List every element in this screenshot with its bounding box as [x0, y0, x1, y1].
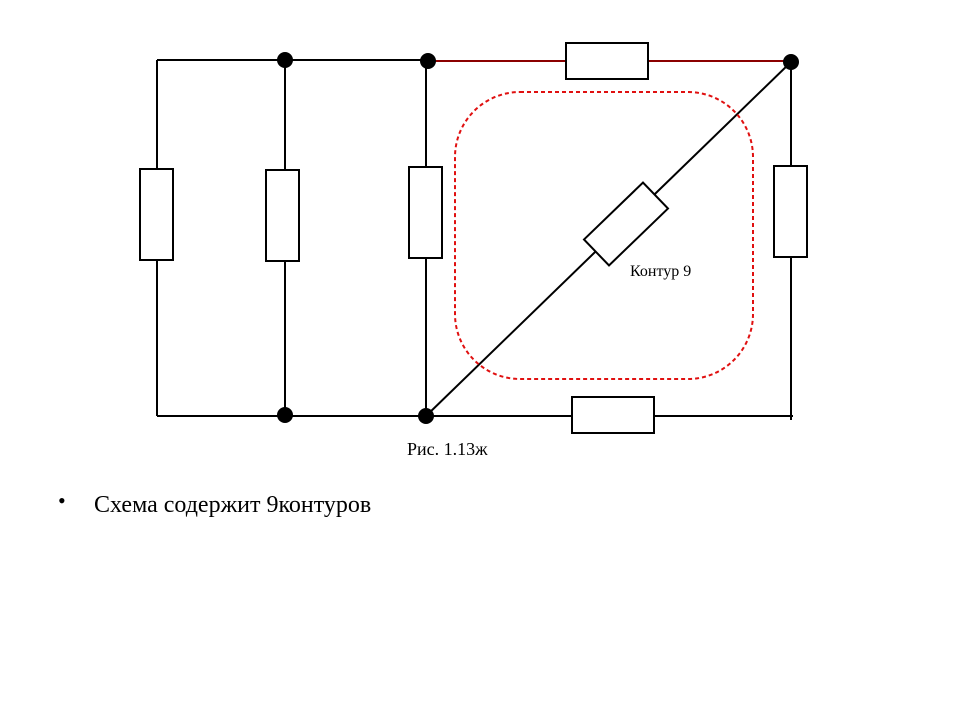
node-bottom-second — [277, 407, 293, 423]
resistor-second — [265, 169, 300, 262]
resistor-third — [408, 166, 443, 259]
node-top-right — [783, 54, 799, 70]
junction-nodes — [277, 52, 799, 424]
resistor-top — [565, 42, 649, 80]
resistor-diagonal — [582, 181, 670, 267]
resistor-right — [773, 165, 808, 258]
figure-caption: Рис. 1.13ж — [407, 439, 488, 459]
node-top-second — [277, 52, 293, 68]
resistor-left — [139, 168, 174, 261]
wires — [156, 59, 793, 420]
bullet-text: Схема содержит 9контуров — [94, 492, 372, 518]
node-top-third — [420, 53, 436, 69]
resistors — [139, 42, 808, 434]
contour-label: Контур 9 — [630, 263, 691, 280]
resistor-bottom — [571, 396, 655, 434]
node-bottom-third — [418, 408, 434, 424]
bullet-marker: • — [58, 488, 66, 513]
contour-outline — [454, 91, 754, 380]
